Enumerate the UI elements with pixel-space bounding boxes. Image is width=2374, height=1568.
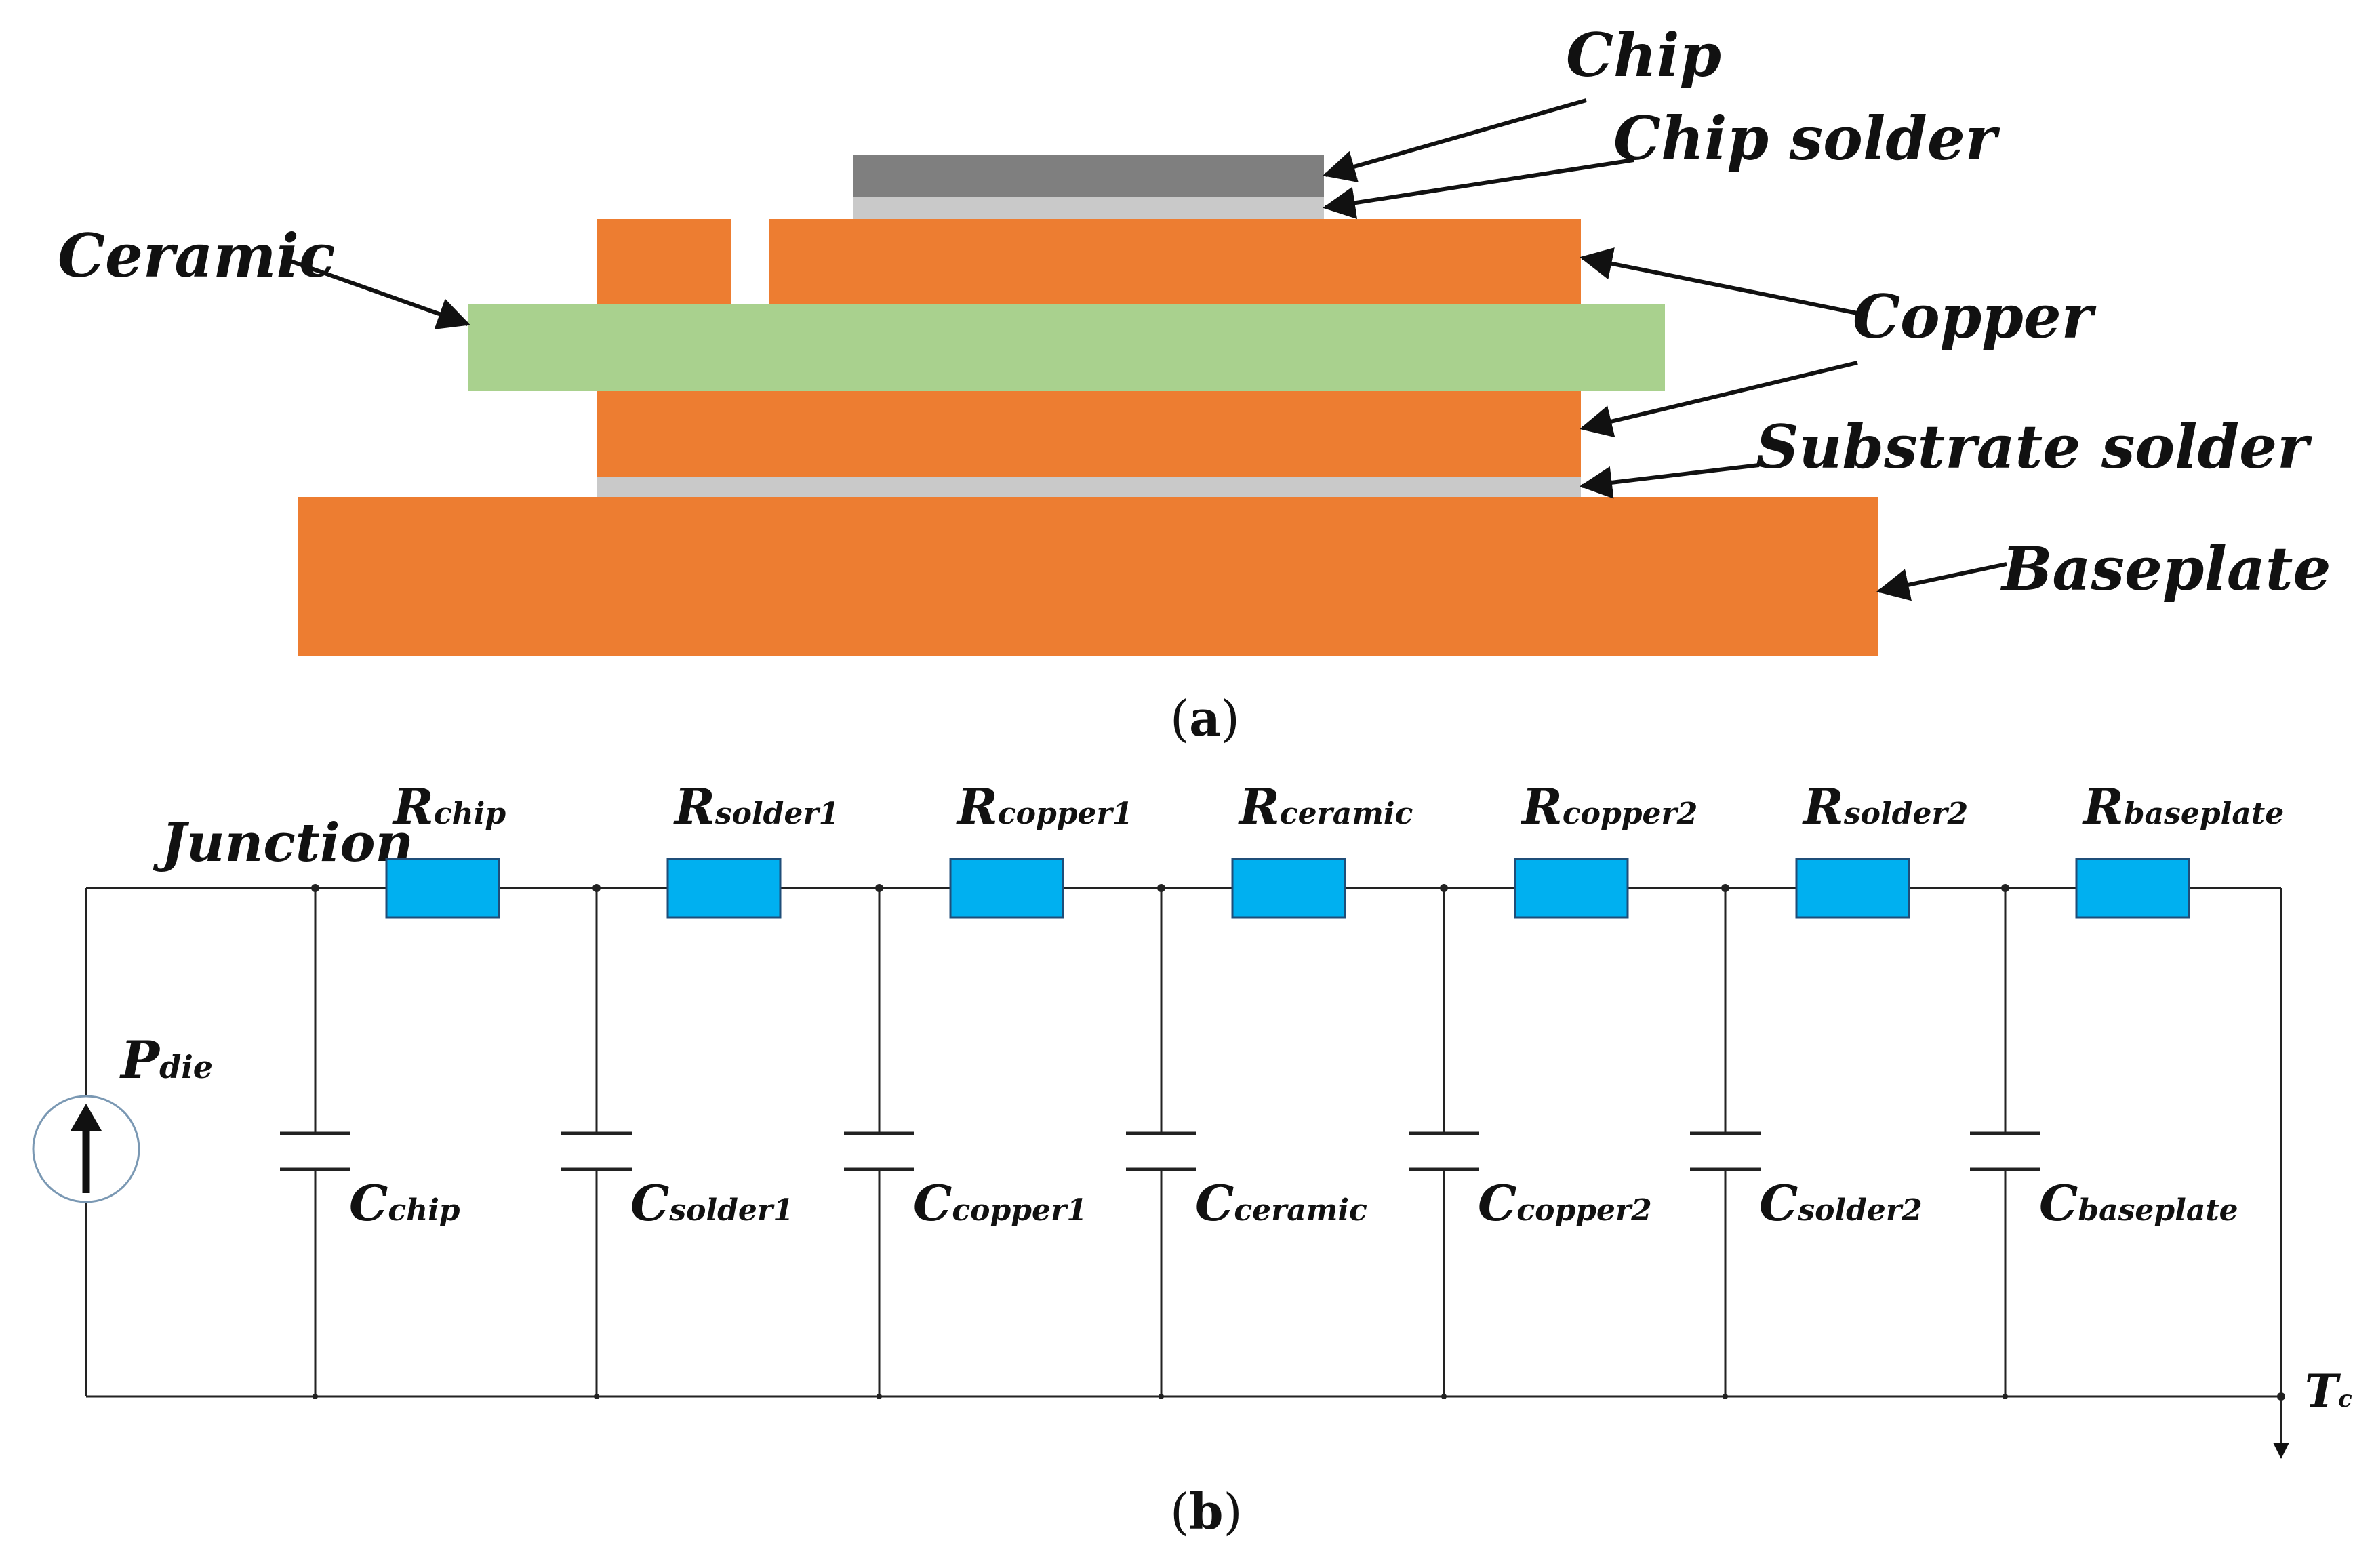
source-label: Pdie (119, 1030, 213, 1090)
resistor-label: Rbaseplate (2082, 778, 2284, 835)
output-node (2277, 1392, 2285, 1401)
resistor-label: Rcopper2 (1521, 778, 1697, 835)
upper-copper-pad-main (769, 219, 1581, 304)
up-arrow-icon (71, 1104, 102, 1131)
copper-upper-callout-arrow (1580, 247, 1858, 315)
substrate-solder-callout-arrow (1580, 463, 1760, 499)
chip-callout-arrow (1323, 98, 1587, 182)
resistor-label: Rceramic (1238, 778, 1413, 835)
copper-lower-callout-arrow (1580, 361, 1858, 438)
lower-copper-layer (597, 391, 1581, 477)
chip-layer (853, 155, 1324, 197)
bottom-node (1441, 1394, 1447, 1399)
heat-source (32, 1095, 140, 1203)
resistor-label: Rsolder1 (673, 778, 839, 835)
chip-label: Chip (1566, 20, 1721, 90)
caption-b: (b) (1170, 1483, 1243, 1540)
resistor-label: Rsolder2 (1802, 778, 1968, 835)
junction-label: Junction (153, 812, 414, 874)
baseplate-label: Baseplate (2000, 534, 2331, 604)
upper-copper-pad-small (597, 219, 731, 304)
bottom-node (594, 1394, 599, 1399)
chip-solder-callout-arrow (1323, 158, 1634, 220)
resistor (1795, 858, 1910, 919)
capacitor-label: Csolder2 (1759, 1174, 1923, 1232)
substrate-solder-label: Substrate solder (1756, 411, 2312, 482)
resistor (949, 858, 1064, 919)
chip-solder-layer (853, 197, 1324, 219)
ceramic-layer (468, 304, 1665, 391)
caption-a: (a) (1170, 689, 1240, 747)
baseplate-layer (298, 497, 1878, 656)
bottom-node (2003, 1394, 2008, 1399)
resistor (666, 858, 782, 919)
bottom-node (1723, 1394, 1728, 1399)
bottom-node (1159, 1394, 1164, 1399)
bottom-node (877, 1394, 882, 1399)
resistor-label: Rchip (392, 778, 506, 835)
resistor (385, 858, 500, 919)
ceramic-callout-arrow (283, 257, 470, 329)
chip-solder-label: Chip solder (1613, 103, 2000, 174)
copper-label: Copper (1853, 281, 2097, 352)
cross-section-panel: Chip Chip solder Ceramic Copper Substrat… (58, 20, 2331, 747)
capacitor-label: Cchip (349, 1174, 460, 1232)
baseplate-callout-arrow (1876, 562, 2007, 601)
capacitor-label: Cbaseplate (2039, 1174, 2238, 1232)
bottom-node (313, 1394, 318, 1399)
ceramic-label: Ceramic (58, 220, 336, 291)
terminal-label: Tc (2305, 1365, 2352, 1418)
capacitor-label: Ccopper1 (913, 1174, 1087, 1232)
capacitor-label: Cceramic (1195, 1174, 1367, 1232)
resistor-label: Rcopper1 (956, 778, 1133, 835)
resistor (2075, 858, 2190, 919)
resistor (1231, 858, 1346, 919)
capacitor-label: Csolder1 (630, 1174, 794, 1232)
capacitor-label: Ccopper2 (1478, 1174, 1652, 1232)
substrate-solder-layer (597, 477, 1581, 497)
resistor (1514, 858, 1629, 919)
